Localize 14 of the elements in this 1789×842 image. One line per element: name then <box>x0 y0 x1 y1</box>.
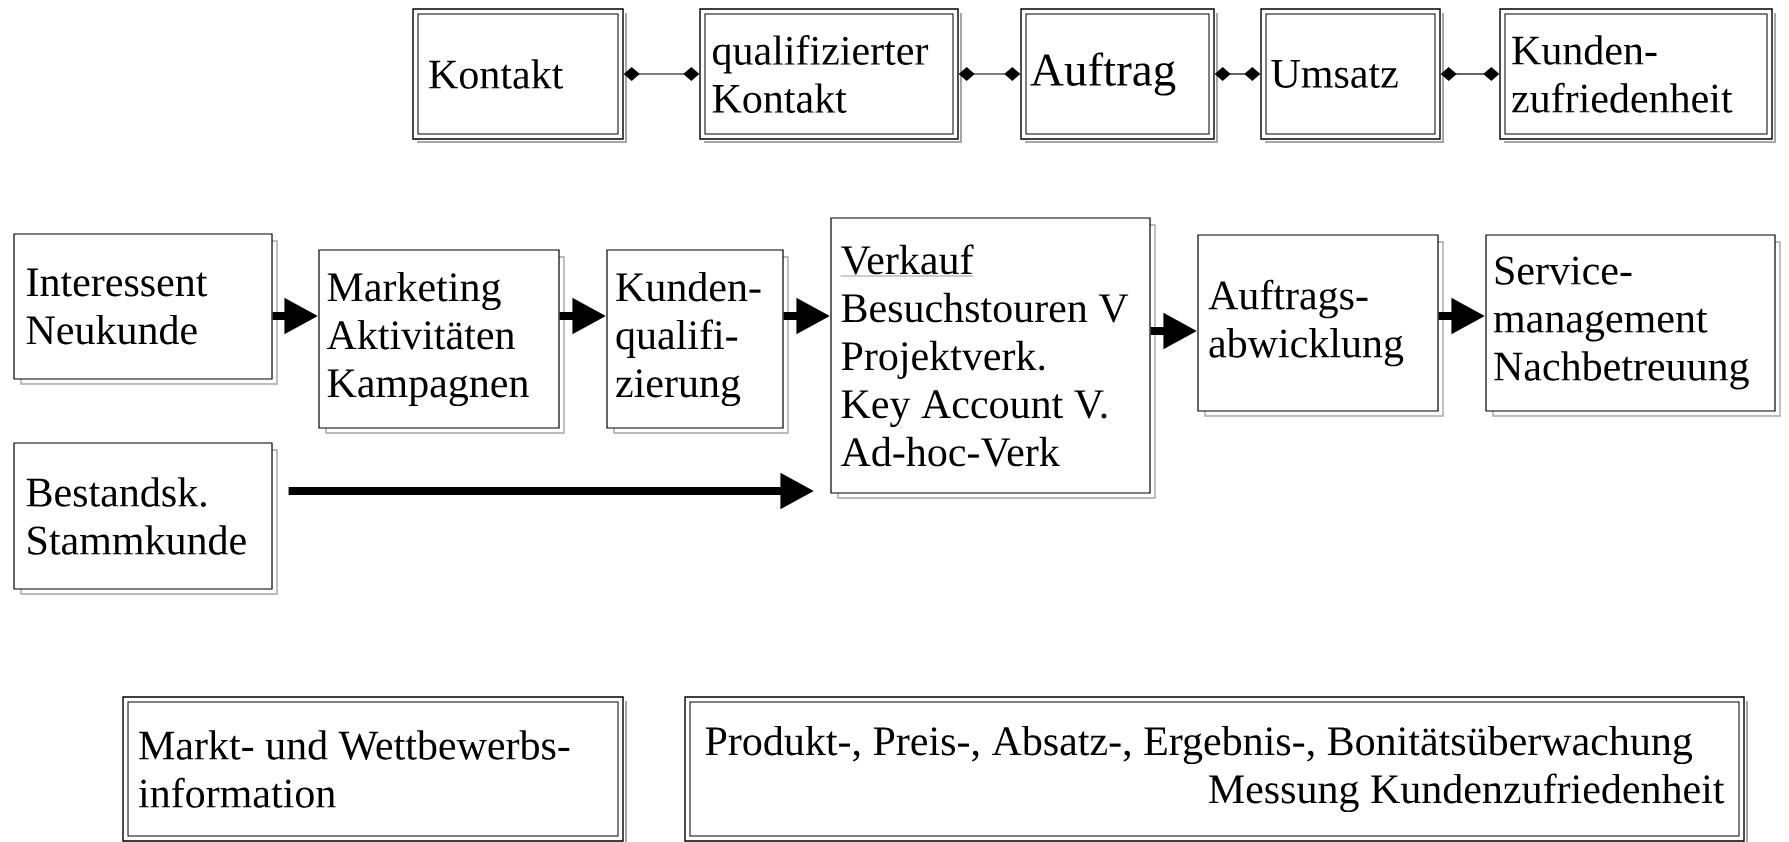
process-box: Kunden- qualifi- zierung <box>606 249 789 434</box>
process-box: Interessent Neukunde <box>13 233 278 385</box>
label-box: Kontakt <box>412 8 627 143</box>
process-box: Marketing Aktivitäten Kampagnen <box>318 249 565 434</box>
label-box: Umsatz <box>1260 8 1444 143</box>
process-box: Bestandsk. Stammkunde <box>13 442 278 595</box>
label-box: Markt- und Wettbewerbs- information <box>122 696 627 842</box>
process-box: Verkauf Besuchstouren V Projektverk. Key Account V. Ad-hoc-Verk <box>830 217 1156 499</box>
label-box: qualifizierter Kontakt <box>699 8 962 143</box>
label-box: Auftrag <box>1020 8 1218 143</box>
process-box: Service- management Nachbetreuung <box>1485 234 1781 417</box>
process-box: Auftrags- abwicklung <box>1197 234 1444 417</box>
label-box: Kunden- zufriedenheit <box>1499 8 1776 143</box>
label-box: Produkt-, Preis-, Absatz-, Ergebnis-, Bonitätsüberwachung Messung Kundenzufriedenheit <box>684 696 1748 842</box>
